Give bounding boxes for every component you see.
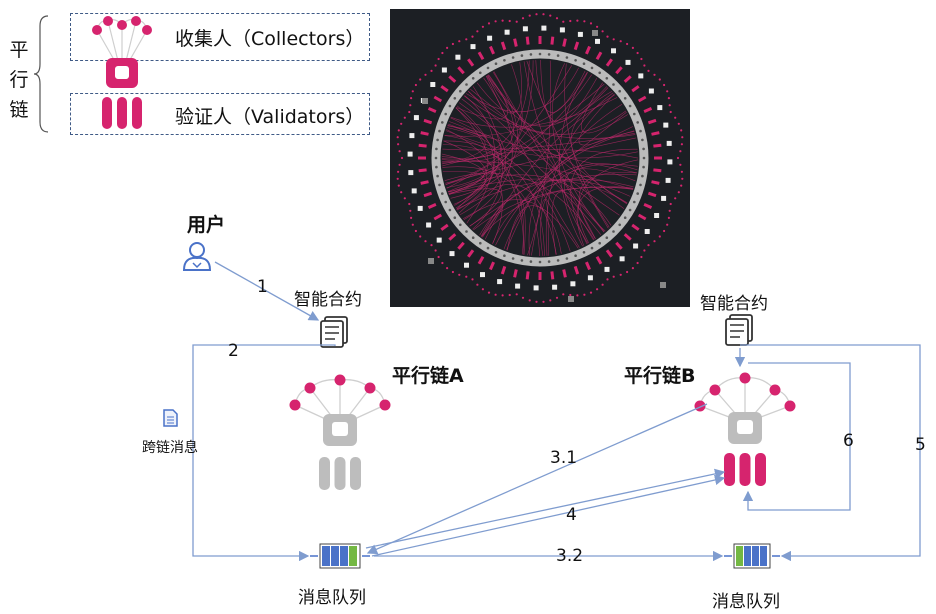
group-char-2: 行 (9, 69, 29, 91)
step-5-label: 5 (915, 435, 926, 455)
queue-b-icon (724, 543, 780, 569)
step-1-label: 1 (257, 277, 268, 297)
step-2-label: 2 (228, 341, 239, 361)
message-file-icon (163, 409, 178, 427)
parachain-a-title: 平行链A (392, 365, 464, 387)
collectors-legend-box (70, 13, 370, 61)
contract-b-label: 智能合约 (700, 294, 768, 314)
step-4-label: 4 (566, 505, 577, 525)
contract-b-doc-icon (725, 314, 753, 346)
parachain-b-title: 平行链B (624, 365, 696, 387)
arrow-step-4b (365, 468, 726, 549)
relay-chain-network-image (390, 9, 690, 307)
user-label: 用户 (187, 214, 226, 236)
arrow-step-3-1 (366, 403, 708, 555)
collectors-legend-label: 收集人（Collectors） (175, 28, 365, 50)
parachain-a-icon (289, 374, 391, 490)
contract-a-label: 智能合约 (294, 290, 362, 310)
arrow-step-4a (371, 474, 726, 557)
step-3-1-label: 3.1 (550, 448, 578, 468)
queue-a-icon (310, 543, 370, 569)
group-char-1: 平 (9, 39, 29, 61)
group-char-3: 链 (9, 99, 29, 121)
cross-chain-message-label: 跨链消息 (142, 440, 198, 456)
group-bracket (33, 15, 49, 133)
arrow-step-1 (214, 261, 320, 321)
arrow-step-6 (742, 362, 851, 511)
queue-b-label: 消息队列 (712, 592, 780, 612)
user-icon (182, 242, 212, 271)
validators-legend-label: 验证人（Validators） (175, 106, 365, 128)
queue-a-label: 消息队列 (298, 588, 366, 608)
step-6-label: 6 (843, 431, 854, 451)
arrow-step-5 (740, 344, 921, 562)
parachain-b-icon (694, 372, 796, 486)
arrow-step-2 (192, 344, 336, 562)
contract-a-doc-icon (320, 316, 348, 348)
validators-legend-box (70, 93, 370, 135)
legend-parachain-icon (92, 16, 152, 129)
step-3-2-label: 3.2 (556, 546, 584, 566)
